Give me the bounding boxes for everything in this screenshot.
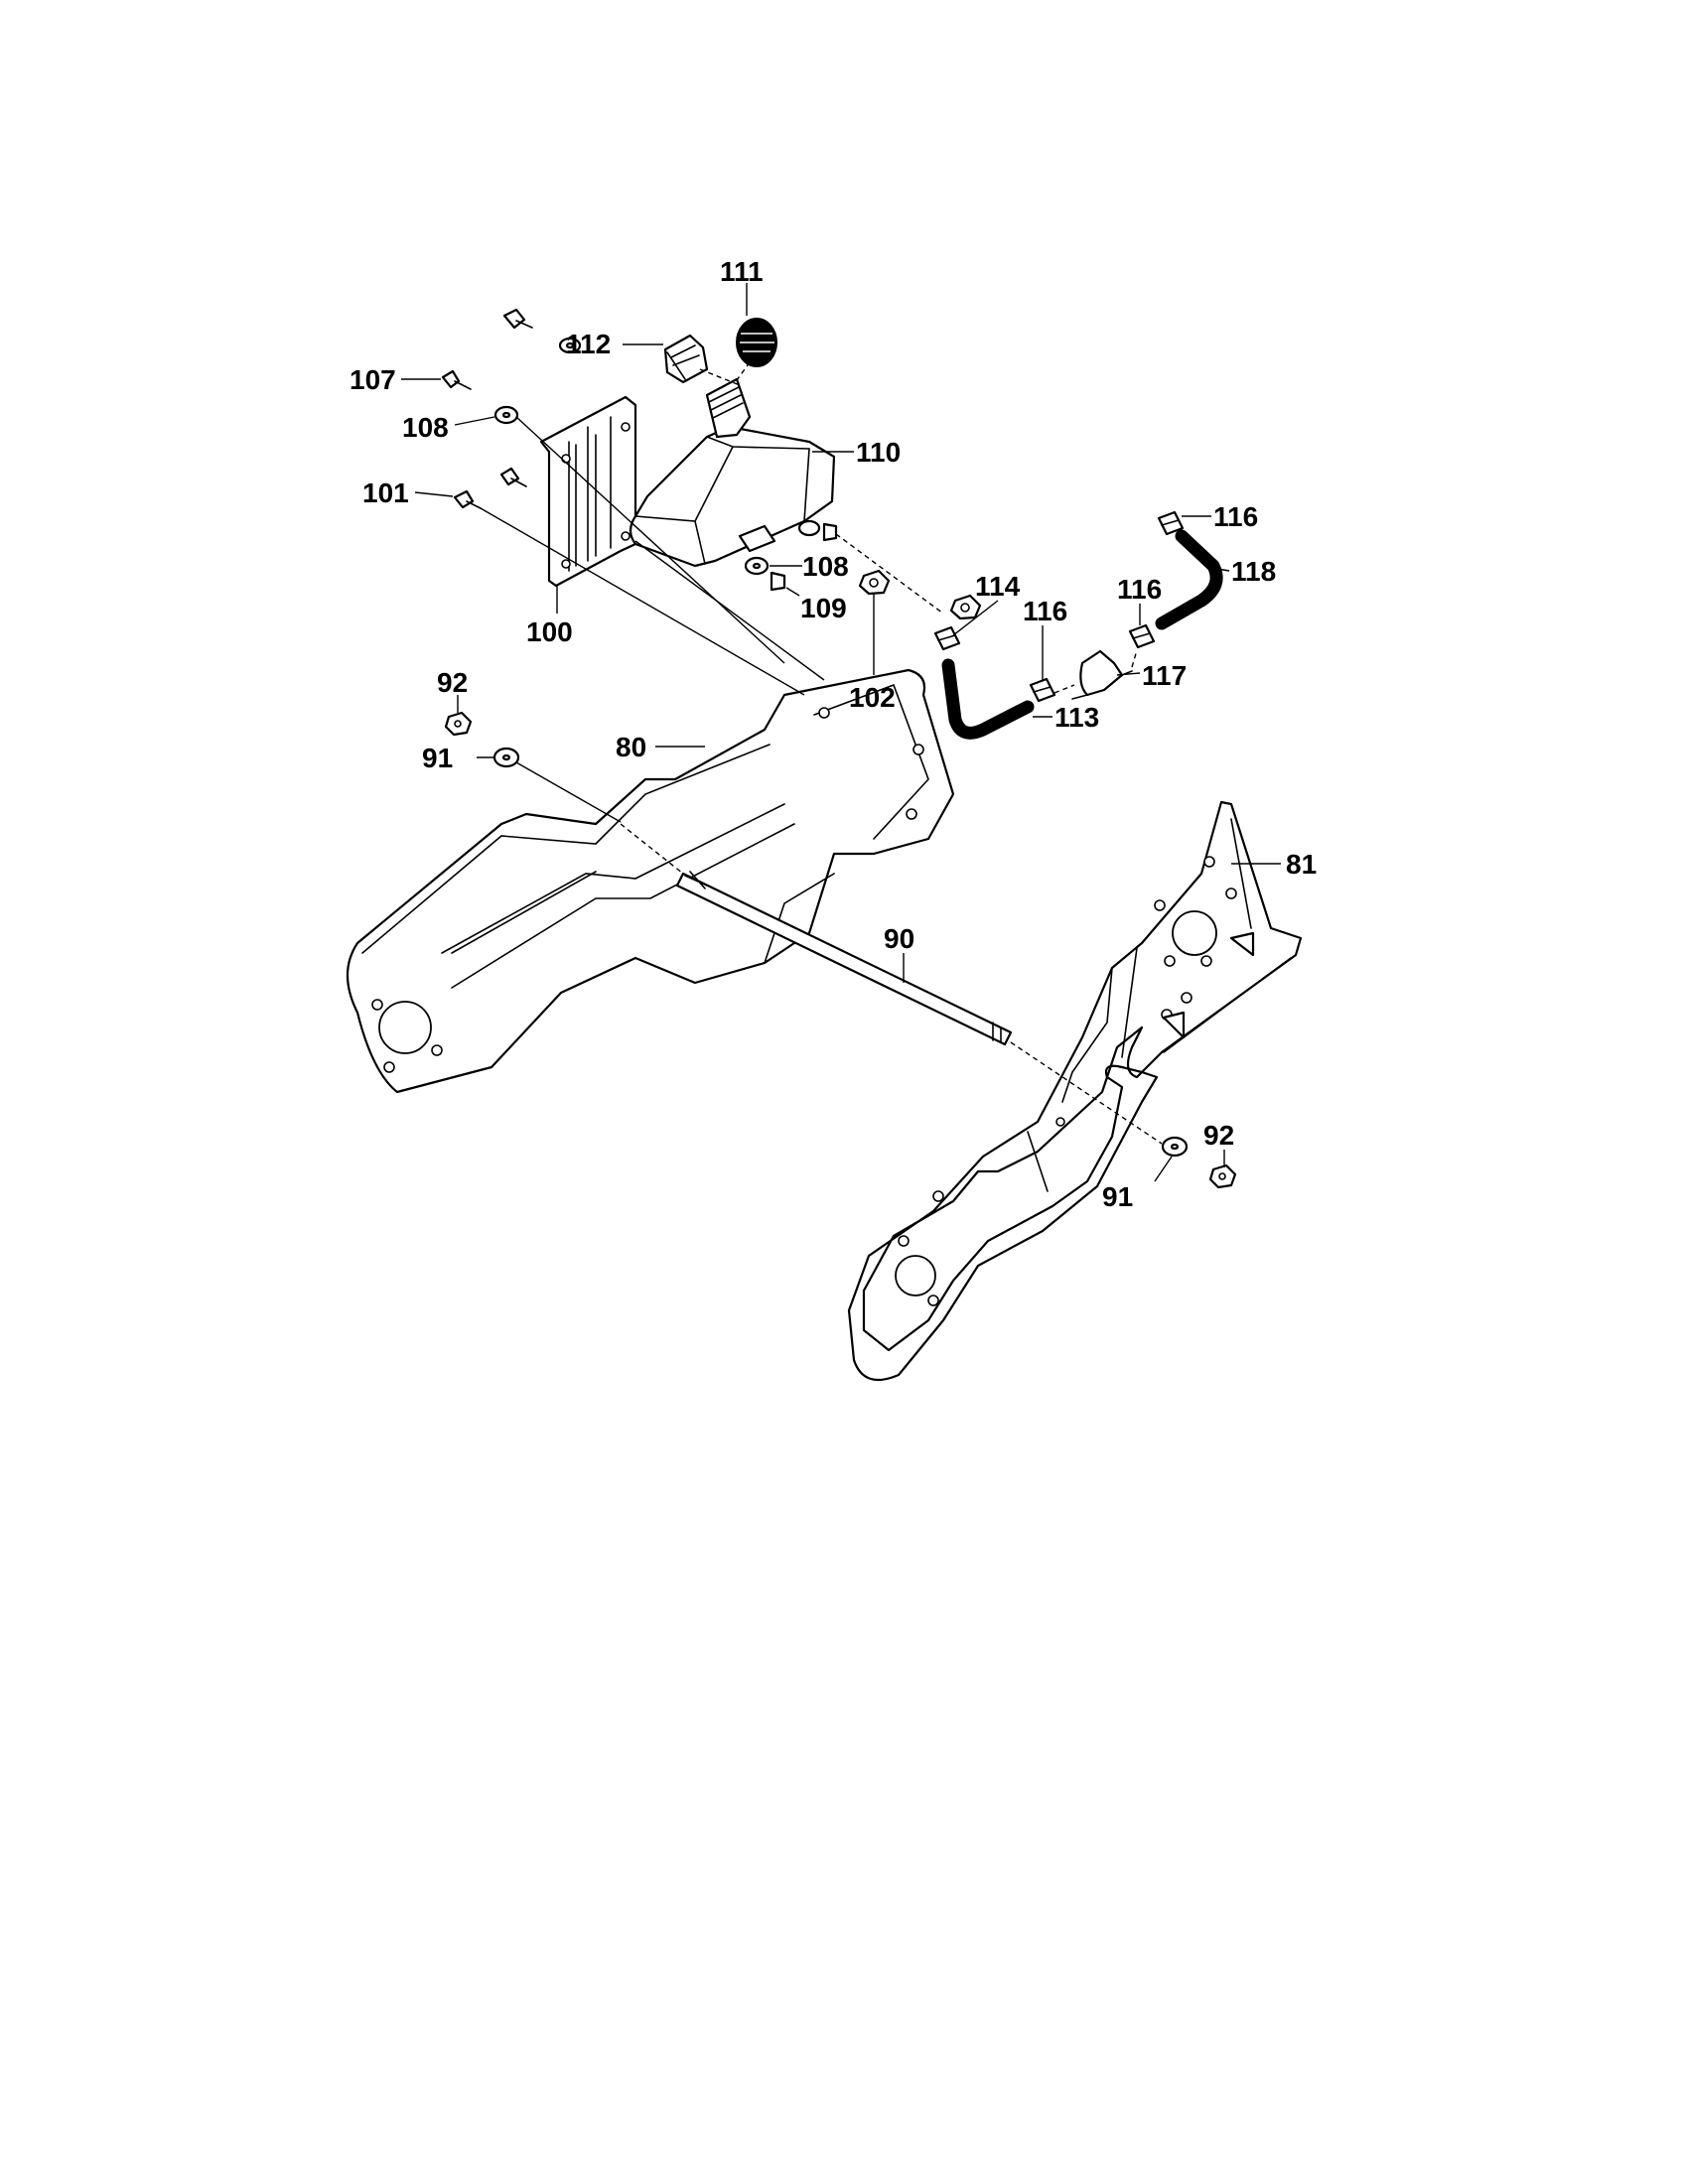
part-114-clamp [933,625,961,651]
label-113: 113 [1054,702,1099,733]
label-90: 90 [884,923,914,954]
label-117: 117 [1142,660,1187,691]
label-116-top: 116 [1213,501,1258,532]
assembly-line-101 [480,507,805,696]
label-100: 100 [526,616,573,647]
label-92-left: 92 [437,667,468,698]
label-102: 102 [849,682,896,713]
part-113-hose [941,658,1035,740]
callout-labels: 111 112 107 108 110 101 108 109 100 116 … [350,256,1317,1212]
label-91-right: 91 [1102,1181,1133,1212]
leader-hose-to-filter [1053,684,1075,694]
label-109: 109 [800,593,847,623]
assembly-line-108 [515,416,785,664]
hardware-upper [441,308,838,592]
label-108-lower: 108 [802,551,849,582]
leader-axle-left [620,823,684,875]
part-116-clamp-c [1128,623,1156,649]
part-116-clamp-b [1029,677,1056,703]
leader-cap-to-neck [699,368,741,386]
part-112-cap [663,334,709,384]
part-118-hose [1155,529,1223,630]
part-100-bracket [539,395,637,588]
assembly-line-bracket [634,540,825,681]
label-111: 111 [720,256,764,287]
leader-111-to-neck [736,361,751,381]
label-114: 114 [975,571,1021,602]
label-116-right: 116 [1117,574,1162,605]
assembly-line-91 [515,761,622,823]
label-107: 107 [350,364,396,395]
part-111-fuel-cap [736,318,777,367]
part-116-clamp-a [1157,510,1185,536]
label-118: 118 [1231,556,1276,587]
label-91-left: 91 [422,743,453,773]
leader-filter-to-clamp [1131,649,1138,668]
label-101: 101 [362,478,409,508]
leader-axle-right [1010,1041,1163,1145]
part-110-fuel-tank [629,377,836,568]
label-80: 80 [616,732,646,762]
part-90-axle-rod [675,871,1013,1046]
part-81-right-frame [847,800,1303,1382]
label-108-upper: 108 [402,412,449,443]
label-110: 110 [856,437,901,468]
leader-tank-to-clamp [835,533,944,614]
label-92-right: 92 [1203,1120,1234,1151]
part-80-left-frame [347,668,955,1094]
hardware-lower [444,569,1237,1189]
label-116-mid: 116 [1023,596,1067,626]
callout-leaders [401,283,1281,1182]
label-81: 81 [1286,849,1317,880]
label-112: 112 [566,329,611,359]
